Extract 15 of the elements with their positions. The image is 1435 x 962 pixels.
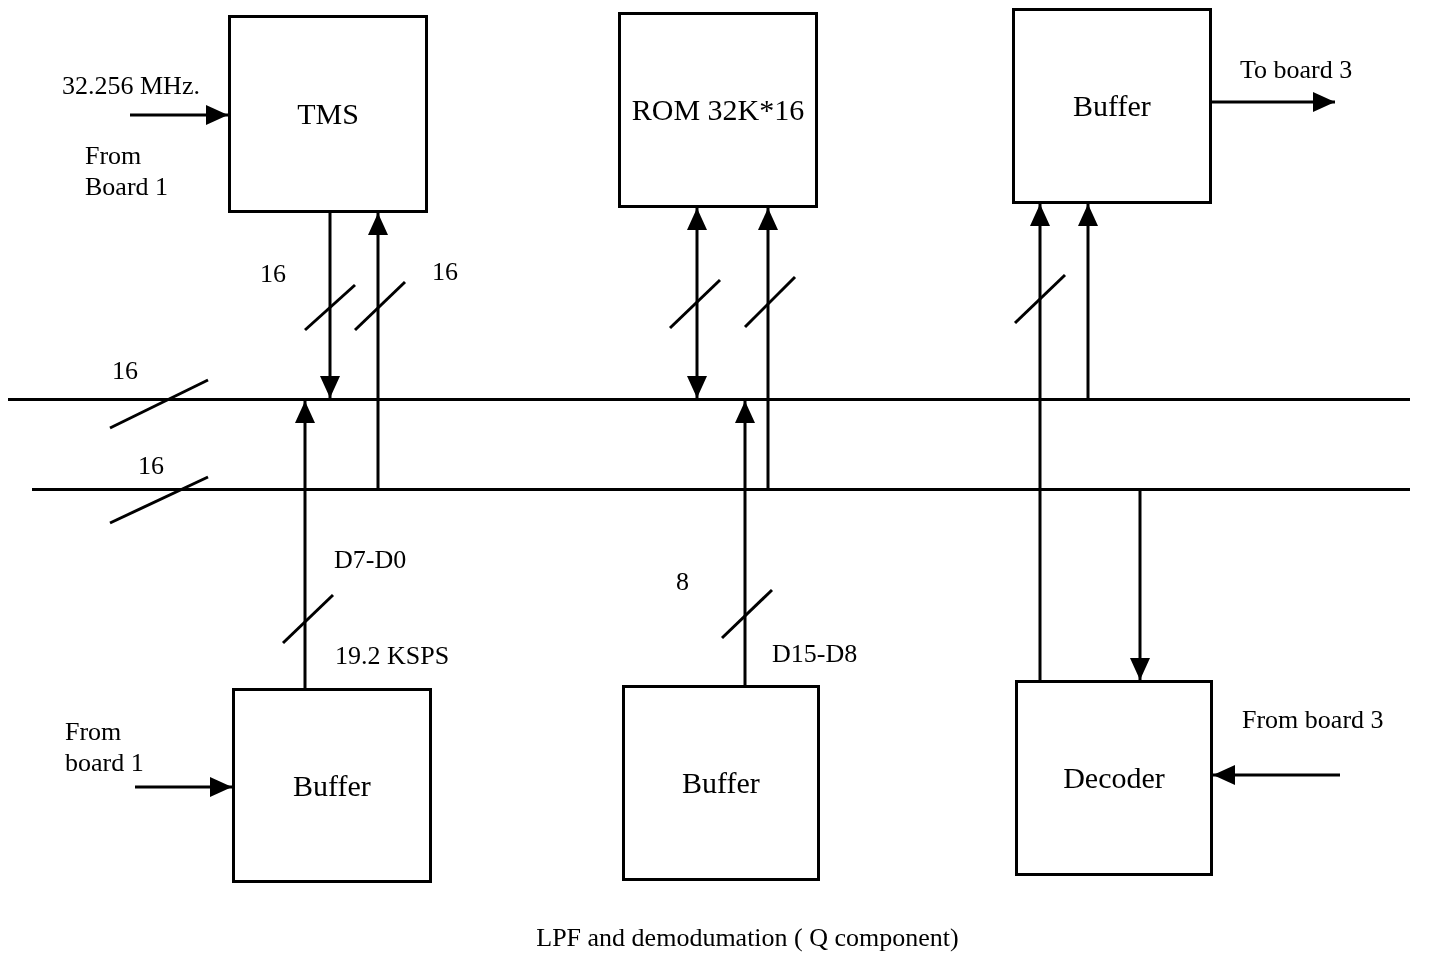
data-rate-label: 19.2 KSPS: [335, 640, 451, 672]
bus-width-label: 16: [138, 450, 164, 482]
caption: LPF and demodumation ( Q component): [535, 922, 960, 954]
block-box: Buffer: [622, 685, 820, 881]
bus-line: [32, 488, 1410, 491]
block-box: Decoder: [1015, 680, 1213, 876]
source-label: From Board 1: [85, 140, 170, 203]
block-box: ROM 32K*16: [618, 12, 818, 208]
block-box: Buffer: [232, 688, 432, 883]
source-label: From board 1: [65, 716, 145, 779]
block-box: TMS: [228, 15, 428, 213]
signal-label: D15-D8: [772, 638, 859, 670]
bus-line: [8, 398, 1410, 401]
block-box: Buffer: [1012, 8, 1212, 204]
bus-width-label: 16: [112, 355, 138, 387]
